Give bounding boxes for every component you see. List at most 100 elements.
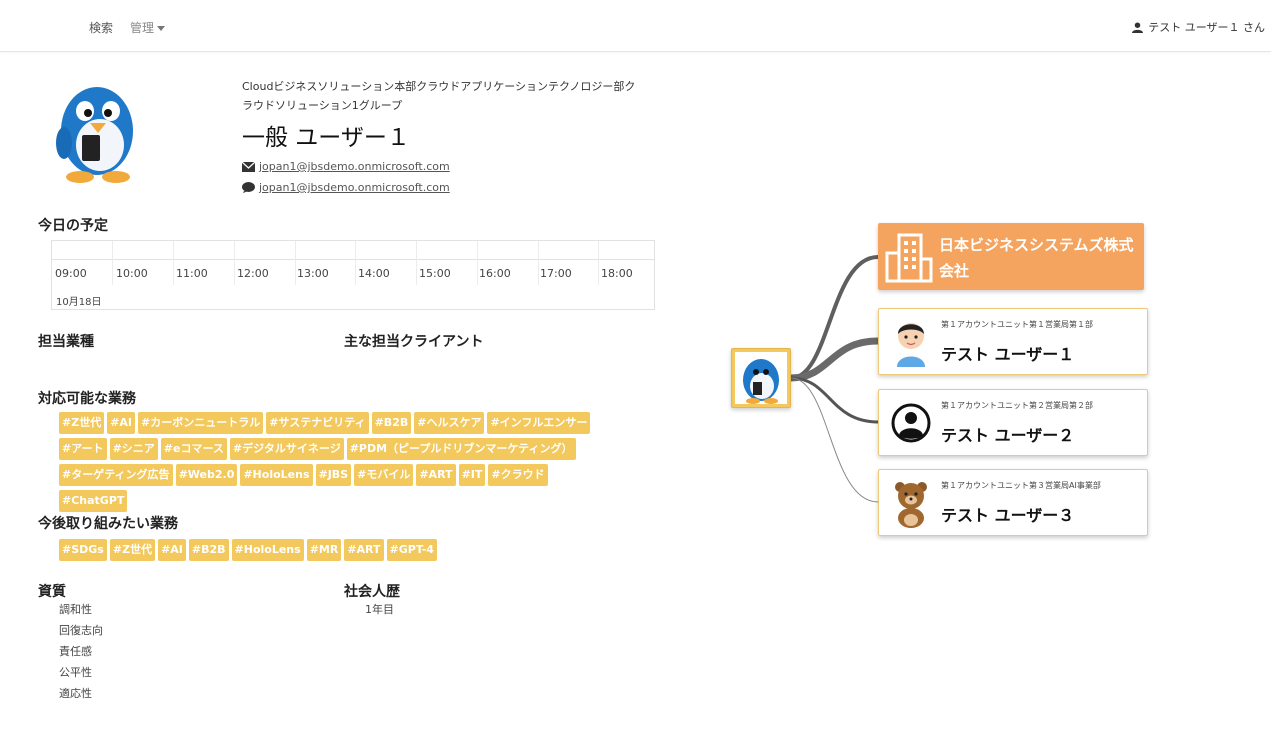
traits-list: 調和性 回復志向 責任感 公平性 適応性 (59, 599, 103, 704)
schedule-timeline[interactable]: 09:00 10:00 11:00 12:00 13:00 14:00 15:0… (51, 240, 655, 310)
nav-user-menu[interactable]: テスト ユーザー１ さん (1132, 19, 1265, 35)
skill-tag[interactable]: #シニア (109, 438, 158, 460)
traits-title: 資質 (38, 584, 66, 600)
schedule-divider (416, 241, 417, 285)
schedule-divider (234, 241, 235, 285)
chat-link[interactable]: jopan1@jbsdemo.onmicrosoft.com (259, 181, 450, 194)
schedule-hour: 10:00 (116, 267, 148, 280)
org-member-card[interactable]: 第１アカウントユニット第１営業局第１部 テスト ユーザー１ (878, 308, 1148, 375)
schedule-title: 今日の予定 (38, 218, 108, 234)
user-icon (1132, 21, 1144, 33)
nav-admin-dropdown[interactable]: 管理 (130, 19, 166, 36)
schedule-divider (173, 241, 174, 285)
skill-tag[interactable]: #B2B (371, 412, 412, 434)
schedule-hour: 14:00 (358, 267, 390, 280)
envelope-icon (242, 161, 255, 172)
member-department: 第１アカウントユニット第３営業局AI事業部 (941, 481, 1101, 490)
schedule-divider (598, 241, 599, 285)
schedule-hour: 15:00 (419, 267, 451, 280)
schedule-hour: 16:00 (479, 267, 511, 280)
skills-title: 対応可能な業務 (38, 391, 136, 407)
email-link[interactable]: jopan1@jbsdemo.onmicrosoft.com (259, 160, 450, 173)
skill-tag[interactable]: #Web2.0 (175, 464, 238, 486)
schedule-hour: 17:00 (540, 267, 572, 280)
industry-title: 担当業種 (38, 334, 94, 350)
schedule-divider (355, 241, 356, 285)
skill-tag[interactable]: #カーボンニュートラル (138, 412, 264, 434)
member-department: 第１アカウントユニット第１営業局第１部 (941, 320, 1093, 329)
skill-tag[interactable]: #HoloLens (240, 464, 313, 486)
boy-icon (897, 323, 925, 367)
skill-tag[interactable]: #ChatGPT (59, 490, 128, 512)
org-company-card[interactable]: 日本ビジネスシステムズ株式会社 (878, 223, 1144, 290)
schedule-divider (112, 241, 113, 285)
schedule-divider (295, 241, 296, 285)
skill-tag[interactable]: #AI (107, 412, 136, 434)
skill-tag[interactable]: #アート (59, 438, 107, 460)
future-tag[interactable]: #Z世代 (109, 539, 156, 561)
org-member-card[interactable]: 第１アカウントユニット第２営業局第２部 テスト ユーザー２ (878, 389, 1148, 456)
future-tag[interactable]: #MR (306, 539, 342, 561)
member-department: 第１アカウントユニット第２営業局第２部 (941, 401, 1093, 410)
schedule-hour: 11:00 (176, 267, 208, 280)
trait-item: 適応性 (59, 687, 92, 700)
member-name: テスト ユーザー３ (941, 506, 1075, 525)
top-navbar: 検索 管理 テスト ユーザー１ さん (0, 0, 1271, 52)
schedule-divider (538, 241, 539, 285)
future-tag[interactable]: #SDGs (59, 539, 107, 561)
future-tag-list: #SDGs #Z世代 #AI #B2B #HoloLens #MR #ART #… (59, 539, 619, 561)
member-name: テスト ユーザー１ (941, 345, 1075, 364)
trait-item: 公平性 (59, 666, 92, 679)
skill-tag[interactable]: #デジタルサイネージ (229, 438, 344, 460)
future-title: 今後取り組みたい業務 (38, 516, 178, 532)
clients-title: 主な担当クライアント (344, 334, 484, 350)
chat-bubble-icon (242, 182, 255, 193)
penguin-avatar (56, 87, 133, 183)
schedule-hour: 12:00 (237, 267, 269, 280)
skill-tag[interactable]: #クラウド (488, 464, 548, 486)
user-organization: Cloudビジネスソリューション本部クラウドアプリケーションテクノロジー部クラウ… (242, 80, 636, 112)
skill-tag[interactable]: #IT (458, 464, 486, 486)
bear-icon (895, 482, 927, 528)
skill-tag[interactable]: #ヘルスケア (414, 412, 485, 434)
skill-tag[interactable]: #JBS (315, 464, 352, 486)
building-icon (885, 233, 933, 283)
schedule-date: 10月18日 (56, 297, 102, 308)
future-tag[interactable]: #B2B (188, 539, 229, 561)
skill-tag[interactable]: #Z世代 (59, 412, 105, 434)
person-circle-icon (891, 403, 931, 443)
career-title: 社会人歴 (344, 584, 400, 600)
company-name: 日本ビジネスシステムズ株式会社 (939, 236, 1134, 280)
schedule-hour: 13:00 (297, 267, 329, 280)
skill-tag[interactable]: #インフルエンサー (487, 412, 591, 434)
future-tag[interactable]: #AI (158, 539, 186, 561)
future-tag[interactable]: #GPT-4 (386, 539, 437, 561)
schedule-hour: 09:00 (55, 267, 87, 280)
trait-item: 責任感 (59, 645, 92, 658)
nav-admin-label: 管理 (130, 21, 155, 35)
nav-user-name: テスト ユーザー１ さん (1148, 21, 1265, 34)
skill-tag[interactable]: #ターゲティング広告 (59, 464, 173, 486)
skill-tag[interactable]: #モバイル (354, 464, 414, 486)
caret-down-icon (157, 26, 166, 31)
org-member-card[interactable]: 第１アカウントユニット第３営業局AI事業部 テスト ユーザー３ (878, 469, 1148, 536)
skill-tag[interactable]: #eコマース (160, 438, 227, 460)
skill-tag-list: #Z世代 #AI #カーボンニュートラル #サステナビリティ #B2B #ヘルス… (59, 412, 619, 512)
skill-tag[interactable]: #PDM（ピープルドリブンマーケティング） (346, 438, 576, 460)
future-tag[interactable]: #HoloLens (231, 539, 304, 561)
penguin-avatar-small (735, 352, 787, 404)
org-root-user-card[interactable] (731, 348, 791, 408)
future-tag[interactable]: #ART (344, 539, 384, 561)
trait-item: 調和性 (59, 603, 92, 616)
schedule-header-row (52, 241, 654, 260)
skill-tag[interactable]: #ART (416, 464, 456, 486)
nav-search-link[interactable]: 検索 (89, 21, 114, 35)
email-row: jopan1@jbsdemo.onmicrosoft.com (242, 160, 450, 173)
member-name: テスト ユーザー２ (941, 426, 1075, 445)
schedule-hour: 18:00 (601, 267, 633, 280)
schedule-divider (477, 241, 478, 285)
chat-row: jopan1@jbsdemo.onmicrosoft.com (242, 181, 450, 194)
user-display-name: 一般 ユーザー１ (242, 125, 410, 151)
skill-tag[interactable]: #サステナビリティ (266, 412, 369, 434)
